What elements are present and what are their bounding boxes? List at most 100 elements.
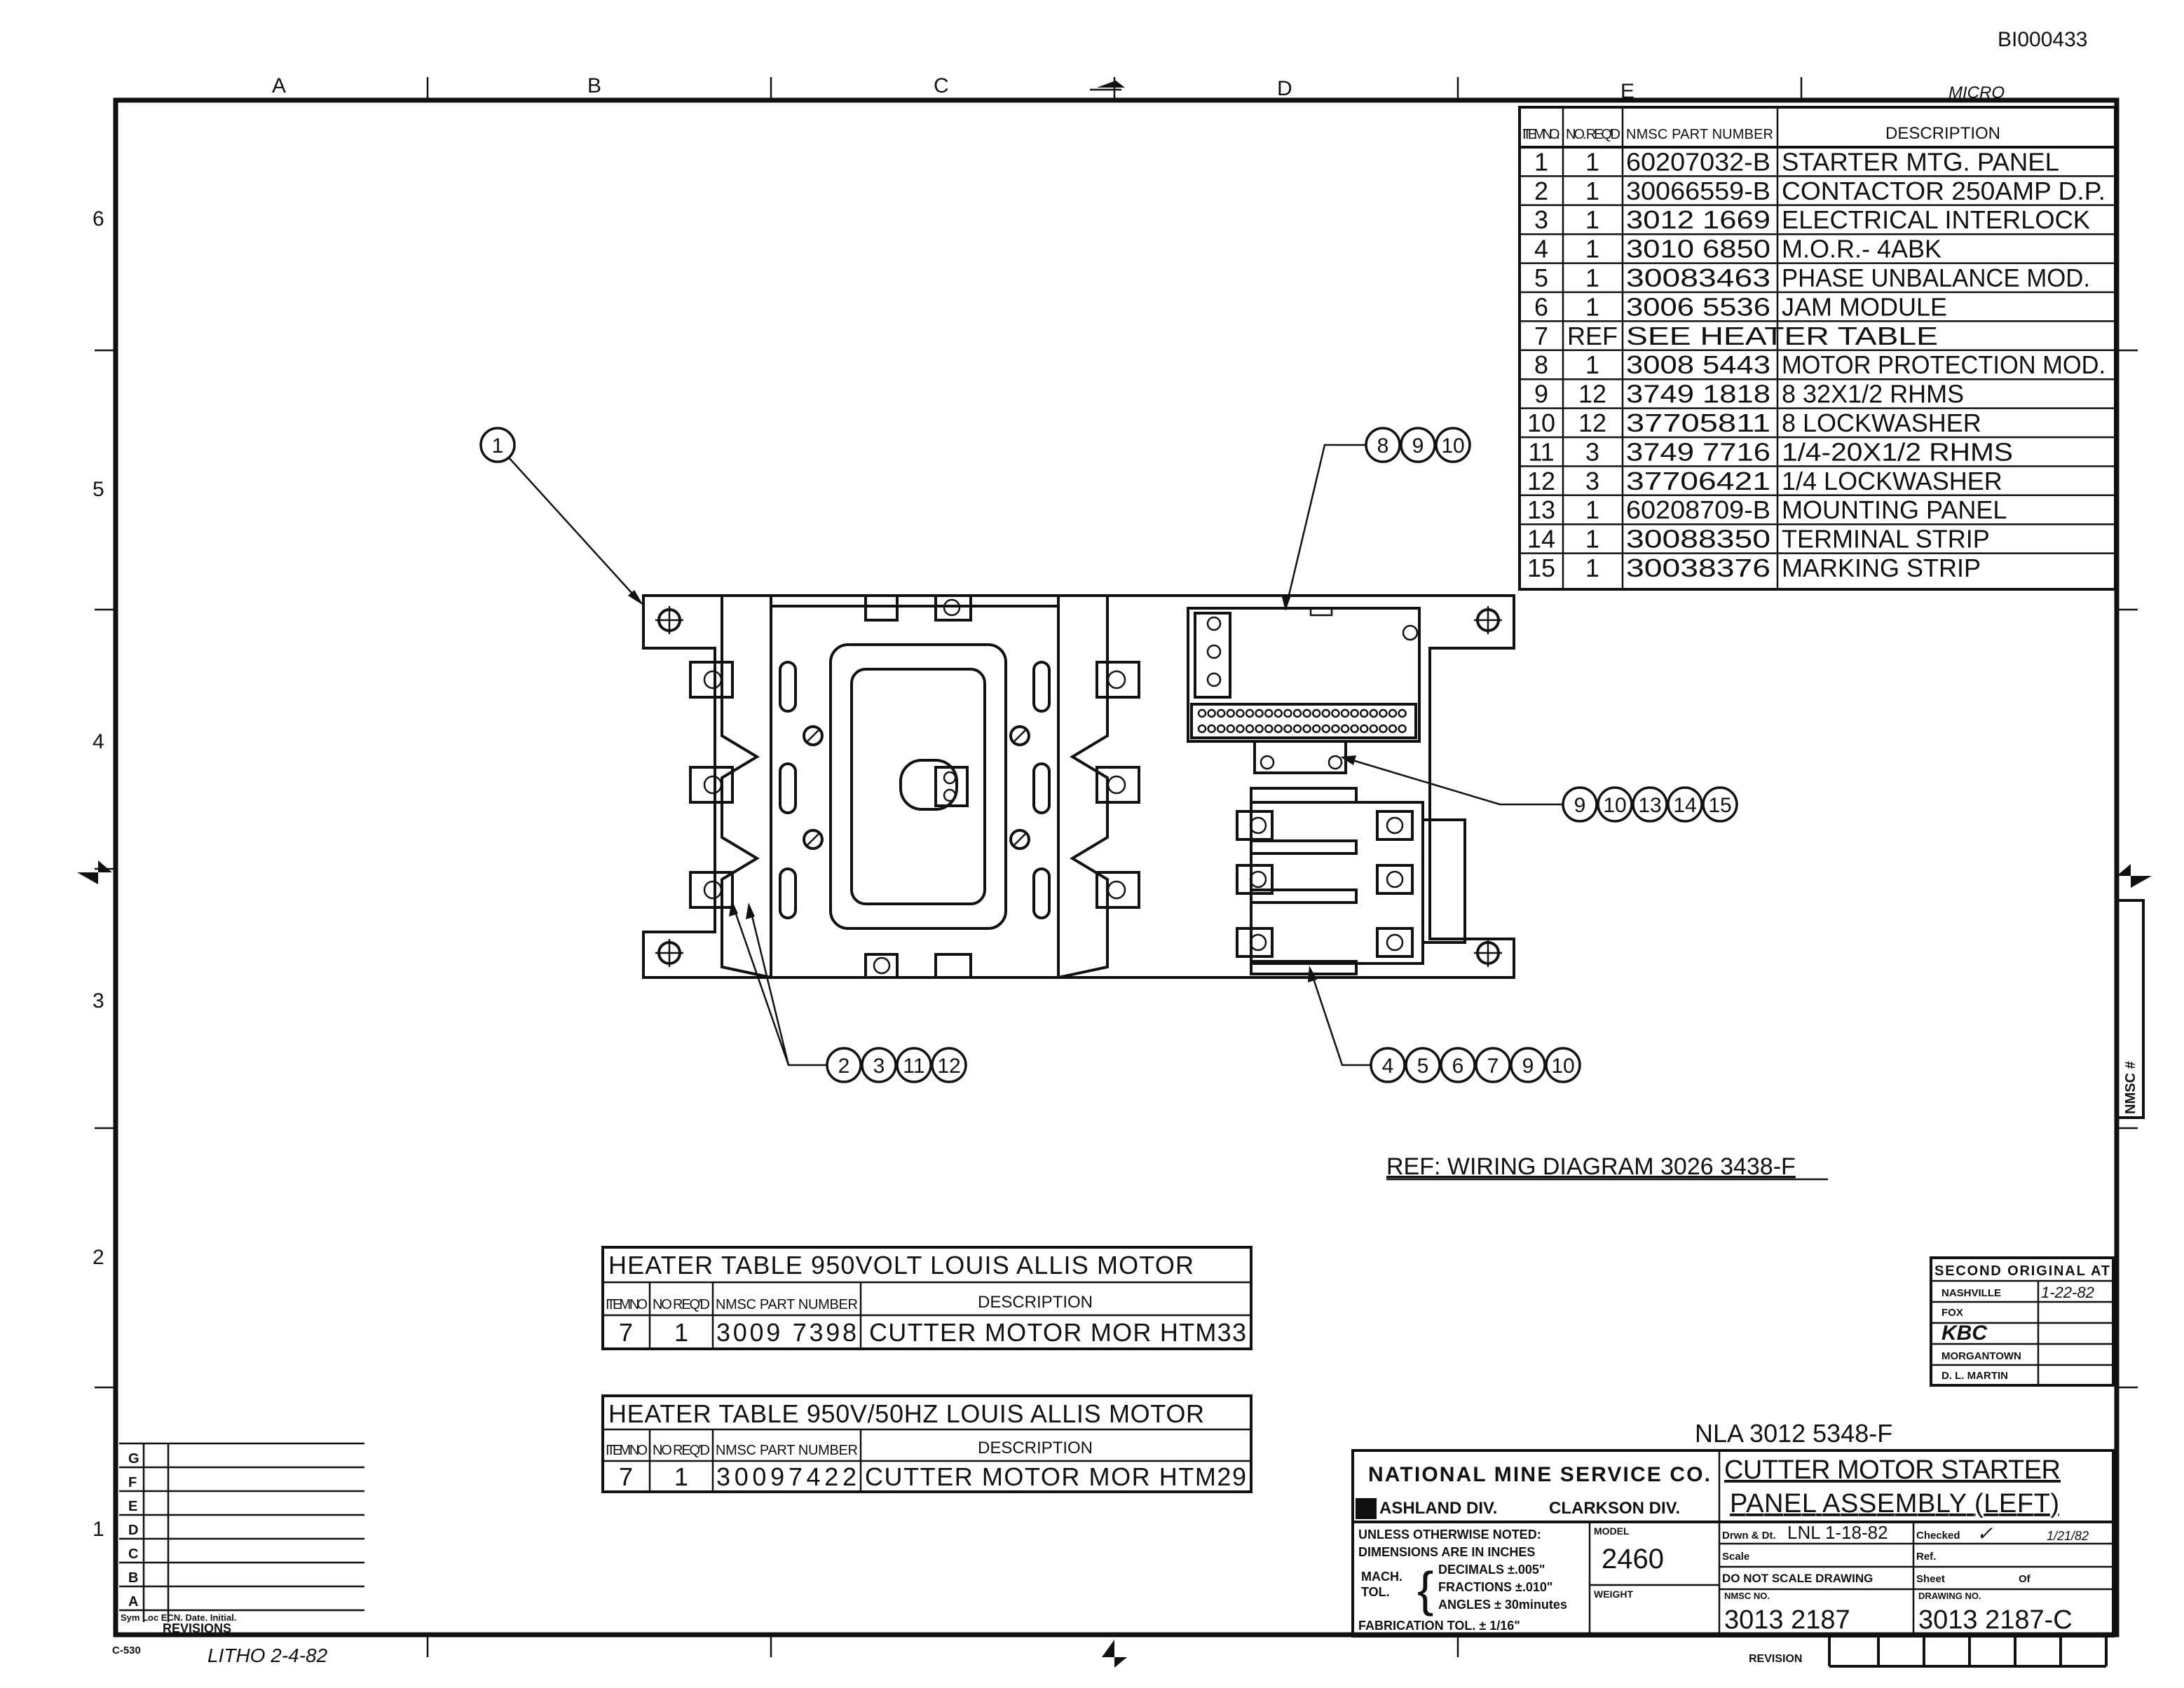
balloon-item-number: 13: [1638, 794, 1661, 817]
second-original-nashville-date: 1-22-82: [2041, 1284, 2094, 1301]
rev-letter-a: A: [128, 1594, 138, 1610]
parts-row-qty: 1: [1585, 205, 1599, 234]
parts-row-description: STARTER MTG. PANEL: [1782, 147, 2059, 176]
parts-row-description: 1/4-20X1/2 RHMS: [1782, 437, 2013, 466]
parts-row-part-number: 30066559-B: [1626, 177, 1770, 205]
brace: {: [1417, 1562, 1433, 1617]
parts-row-qty: 1: [1585, 292, 1599, 321]
parts-row-item: 6: [1534, 292, 1548, 321]
checked-label: Checked: [1916, 1530, 1960, 1542]
heater-table-2-h-desc: DESCRIPTION: [978, 1439, 1093, 1457]
second-original-fox: FOX: [1941, 1307, 1963, 1319]
parts-row-description: MOUNTING PANEL: [1782, 495, 2007, 524]
balloon-item-number: 4: [1382, 1055, 1394, 1078]
balloon-item-number: 10: [1551, 1055, 1574, 1078]
parts-row-part-number: 3012 1669: [1626, 205, 1770, 234]
parts-row-description: JAM MODULE: [1782, 292, 1947, 321]
parts-row-qty: 1: [1585, 147, 1599, 176]
model-label: MODEL: [1594, 1525, 1630, 1537]
heater-table-2-h-item: ITEM NO: [606, 1443, 648, 1458]
zone-number-4: 4: [93, 730, 104, 753]
balloon: [931, 1047, 967, 1083]
parts-row-qty: 1: [1585, 525, 1599, 554]
heater-table-1-qty: 1: [674, 1318, 688, 1347]
second-original-nashville: NASHVILLE: [1941, 1287, 2001, 1299]
revisions-block: G F E D C B A Sym Loc ECN. Date. Initial…: [119, 1442, 364, 1635]
heater-table-950v-50hz: HEATER TABLE 950V/50HZ LOUIS ALLIS MOTOR…: [601, 1394, 1253, 1493]
of-label: Of: [2019, 1573, 2031, 1585]
parts-row-description: MOTOR PROTECTION MOD.: [1782, 350, 2105, 379]
balloon: [1597, 786, 1633, 823]
parts-row-description: PHASE UNBALANCE MOD.: [1782, 263, 2090, 292]
form-number: C-530: [112, 1645, 141, 1656]
tol-label: TOL.: [1361, 1585, 1390, 1599]
drawing-title-line2: PANEL ASSEMBLY (LEFT): [1730, 1489, 2059, 1518]
balloon: [1667, 786, 1703, 823]
heater-table-2-item: 7: [619, 1462, 633, 1491]
balloon-item-number: 10: [1603, 794, 1626, 817]
parts-row-item: 8: [1534, 350, 1548, 379]
parts-row-part-number: 3006 5536: [1626, 292, 1770, 321]
zone-letter-b: B: [587, 74, 601, 97]
angles-tol: ANGLES ± 30minutes: [1438, 1598, 1567, 1612]
parts-row-qty: 1: [1585, 350, 1599, 379]
parts-row-item: 4: [1534, 235, 1548, 263]
balloon-item-number: 11: [903, 1055, 924, 1078]
weight-label: WEIGHT: [1594, 1588, 1633, 1600]
checked-initials: ✓: [1977, 1523, 1993, 1544]
parts-row-qty: 12: [1578, 409, 1606, 437]
balloon: [1475, 1047, 1511, 1083]
balloon-item-number: 9: [1522, 1055, 1534, 1078]
parts-row-part-number: 60208709-B: [1626, 495, 1770, 524]
zone-letter-c: C: [934, 74, 949, 97]
parts-row-qty: 1: [1585, 495, 1599, 524]
parts-row-item: 11: [1528, 437, 1554, 466]
division-ashland: ASHLAND DIV.: [1379, 1499, 1497, 1518]
zone-letter-a: A: [272, 74, 286, 97]
balloon: [1562, 786, 1598, 823]
unless-noted-2: DIMENSIONS ARE IN INCHES: [1358, 1545, 1535, 1559]
parts-row-item: 1: [1534, 147, 1548, 176]
rev-letter-b: B: [128, 1570, 138, 1586]
parts-row-qty: 1: [1585, 263, 1599, 292]
fractions-tol: FRACTIONS ±.010": [1438, 1580, 1552, 1594]
parts-row-description: 8 32X1/2 RHMS: [1782, 380, 1964, 409]
second-original-martin: D. L. MARTIN: [1941, 1370, 2008, 1382]
drawing-border: [113, 97, 2120, 1638]
heater-table-1-item: 7: [619, 1318, 633, 1347]
heater-table-2-qty: 1: [674, 1462, 688, 1491]
unless-noted-1: UNLESS OTHERWISE NOTED:: [1358, 1528, 1541, 1542]
balloon-item-1: 1: [492, 434, 504, 458]
balloon: [1400, 427, 1436, 463]
starter-mounting-panel: [642, 594, 1515, 979]
balloon-item-number: 9: [1412, 434, 1424, 458]
second-original-morgantown: MORGANTOWN: [1941, 1350, 2021, 1362]
revisions-header: Sym Loc ECN. Date. Initial.: [121, 1612, 236, 1623]
balloon-item-number: 12: [937, 1055, 960, 1078]
second-original-kbc: KBC: [1941, 1322, 1988, 1345]
rev-letter-d: D: [128, 1523, 138, 1538]
heater-table-2-h-no: NO REQ'D: [653, 1443, 710, 1458]
wiring-diagram-reference: REF: WIRING DIAGRAM 3026 3438-F: [1386, 1153, 1796, 1180]
parts-row-item: 10: [1527, 409, 1555, 437]
heater-table-1-h-pn: NMSC PART NUMBER: [716, 1297, 858, 1312]
parts-row-description: 1/4 LOCKWASHER: [1782, 467, 2002, 495]
parts-row-item: 2: [1534, 177, 1548, 205]
parts-row-item: 5: [1534, 263, 1548, 292]
balloon-item-number: 9: [1574, 794, 1586, 817]
parts-row-qty: 1: [1585, 177, 1599, 205]
litho-stamp: LITHO 2-4-82: [207, 1645, 328, 1666]
division-clarkson: CLARKSON DIV.: [1549, 1499, 1680, 1518]
nmsc-number: 3013 2187: [1724, 1605, 1850, 1635]
parts-row-part-number: 30083463: [1626, 263, 1770, 292]
parts-row-part-number: 3010 6850: [1626, 235, 1770, 263]
rev-letter-f: F: [128, 1475, 137, 1490]
parts-row-part-number: 30088350: [1626, 525, 1770, 554]
zone-letter-d: D: [1277, 77, 1292, 100]
second-original-stamp: SECOND ORIGINAL AT NASHVILLE 1-22-82 FOX…: [1930, 1256, 2115, 1387]
balloon-item-number: 15: [1708, 794, 1731, 817]
heater-table-1-title: HEATER TABLE 950VOLT LOUIS ALLIS MOTOR: [608, 1251, 1194, 1279]
mach-label: MACH.: [1361, 1570, 1402, 1584]
parts-row-part-number: 60207032-B: [1626, 147, 1770, 176]
